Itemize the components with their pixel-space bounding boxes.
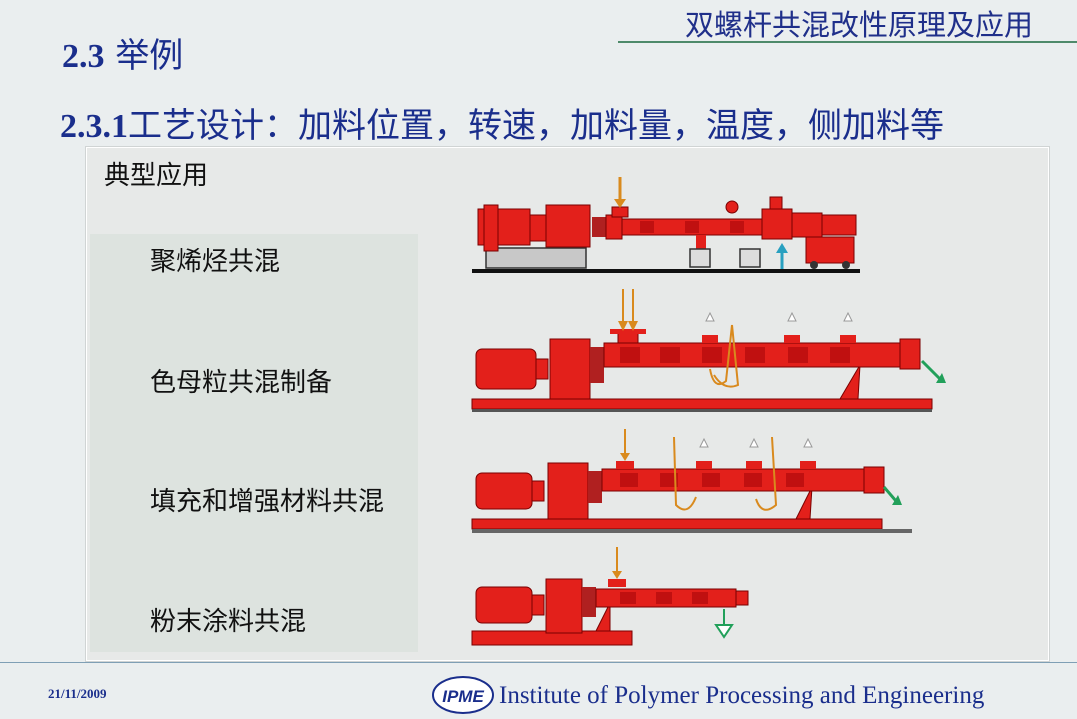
application-label-filled-reinforced: 填充和增强材料共混	[150, 487, 385, 517]
section-number: 2.3	[62, 38, 105, 75]
extruder-one-feed-two-vents-icon	[471, 289, 946, 412]
subsection-number: 2.3.1	[60, 108, 128, 145]
application-label-polyolefin: 聚烯烃共混	[150, 247, 281, 277]
short-extruder-icon	[471, 547, 749, 646]
section-title: 举例	[115, 36, 184, 76]
labels-background	[90, 234, 418, 652]
title-divider	[618, 41, 1077, 43]
panel-title: 典型应用	[104, 161, 209, 191]
institute-name: Institute of Polymer Processing and Engi…	[499, 682, 985, 709]
section-heading: 2.3 举例	[62, 28, 183, 77]
compounding-line-icon	[472, 177, 860, 273]
application-label-masterbatch: 色母粒共混制备	[150, 368, 333, 398]
footer-divider	[0, 662, 1077, 663]
subsection-title: 工艺设计：加料位置，转速，加料量，温度，侧加料等	[128, 106, 944, 146]
presentation-title: 双螺杆共混改性原理及应用	[684, 8, 1033, 42]
extruder-side-feed-vents-icon	[471, 429, 912, 533]
logo-text: IPME	[442, 687, 484, 706]
ipme-logo-icon: IPME	[432, 676, 494, 714]
subsection-heading: 2.3.1工艺设计：加料位置，转速，加料量，温度，侧加料等	[60, 98, 944, 147]
footer-date: 21/11/2009	[48, 686, 107, 701]
application-label-powder-coating: 粉末涂料共混	[150, 607, 307, 637]
